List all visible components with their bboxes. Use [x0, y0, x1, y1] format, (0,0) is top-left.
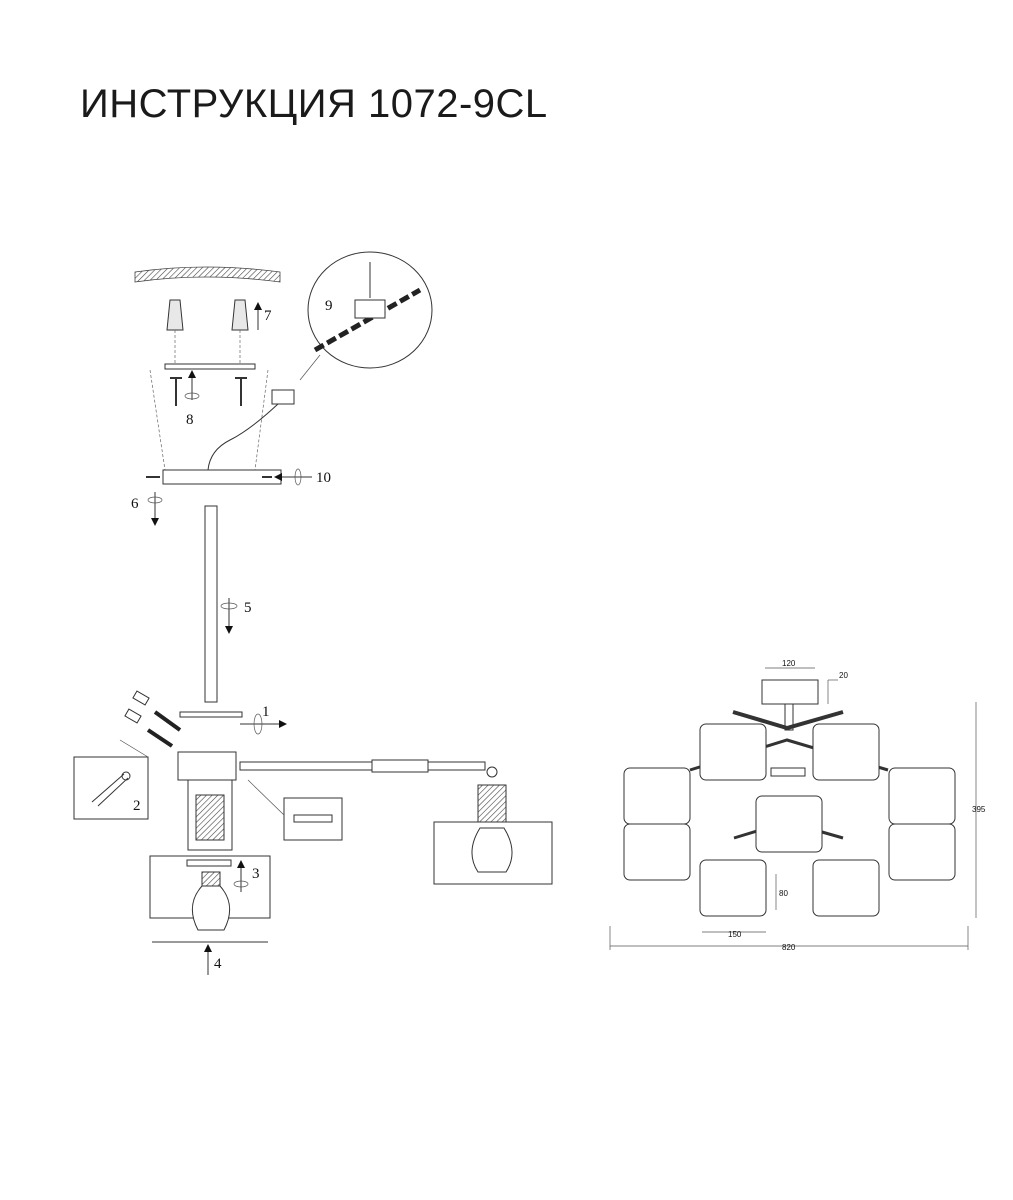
dim-total-width-label: 820: [782, 943, 796, 952]
step-3-arrow: [233, 860, 249, 892]
pliers-tool-box: [73, 739, 149, 820]
step-3-label: 3: [252, 866, 260, 882]
dim-canopy-height-label: 20: [839, 671, 848, 680]
step-10-label: 10: [316, 470, 331, 486]
step-10-arrow: [274, 468, 312, 486]
ceiling-surface: [134, 266, 281, 283]
step-6-label: 6: [131, 496, 139, 512]
terminal-callout: [299, 251, 433, 381]
wire-connectors: [124, 690, 182, 748]
dim-total-height-label: 395: [972, 805, 986, 814]
step-6-arrow: [147, 492, 163, 526]
dim-total-width: [609, 926, 969, 950]
suspension-rod: [204, 505, 218, 703]
step-8-label: 8: [186, 412, 194, 428]
step-5-arrow: [220, 598, 238, 634]
lamp-socket: [187, 779, 233, 851]
step-4-label: 4: [214, 956, 222, 972]
page-title: ИНСТРУКЦИЯ 1072-9CL: [80, 82, 548, 126]
terminal-block: [207, 389, 295, 471]
arm-end-shade: [433, 766, 553, 885]
mounting-screws: [170, 377, 247, 406]
step-2-label: 2: [133, 798, 141, 814]
dim-canopy-height: [827, 679, 838, 704]
mounting-bar: [149, 363, 269, 471]
bulb-install-panel: [149, 855, 271, 931]
chandelier-front-view: [623, 679, 956, 917]
step-1-arrow: [240, 713, 287, 735]
step-1-label: 1: [262, 704, 270, 720]
wrench-tool-box: [247, 779, 343, 841]
step-7-label: 7: [264, 308, 272, 324]
dim-canopy-width-label: 120: [782, 659, 796, 668]
step-8-arrow: [184, 370, 200, 400]
body-hub: [177, 711, 243, 781]
step-5-label: 5: [244, 600, 252, 616]
dim-shade-width-label: 150: [728, 930, 742, 939]
step-9-label: 9: [325, 298, 333, 314]
wall-dowels: [166, 299, 249, 365]
dim-shade-height-label: 80: [779, 889, 788, 898]
canopy: [146, 469, 282, 485]
lamp-arm: [239, 759, 486, 773]
